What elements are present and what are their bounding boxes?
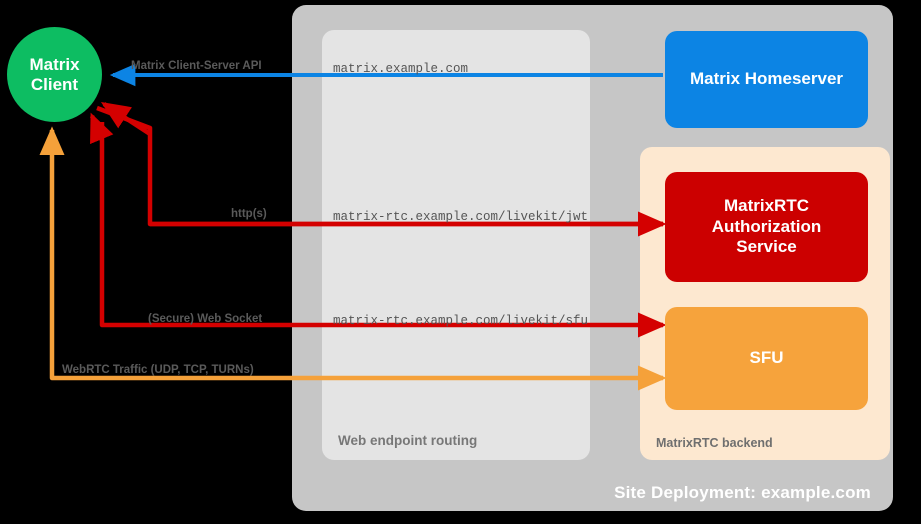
matrix-homeserver-label: Matrix Homeserver — [689, 69, 844, 89]
web-endpoint-routing-label: Web endpoint routing — [338, 433, 478, 448]
matrixrtc-backend-label: MatrixRTC backend — [656, 436, 773, 450]
edge-secure-web-socket-return-head — [89, 112, 114, 145]
site-deployment-label: Site Deployment: example.com — [614, 483, 871, 502]
edge-label-webrtc-traffic: WebRTC Traffic (UDP, TCP, TURNs) — [62, 364, 254, 376]
matrix-client-label-line1: Matrix — [29, 55, 80, 75]
edge-https-jwt-return-head — [100, 102, 152, 136]
url-label-matrix-example-com: matrix.example.com — [333, 62, 469, 76]
node-matrix-homeserver[interactable]: Matrix Homeserver — [665, 31, 868, 128]
edge-label-https: http(s) — [231, 208, 267, 220]
node-sfu[interactable]: SFU — [665, 307, 868, 410]
authorization-service-label-line3: Service — [736, 237, 797, 257]
matrix-client-label: Matrix Client — [29, 55, 79, 94]
edge-label-client-server-api: Matrix Client-Server API — [131, 60, 262, 72]
sfu-label: SFU — [749, 348, 784, 368]
url-label-livekit-sfu: matrix-rtc.example.com/livekit/sfu — [333, 314, 589, 328]
authorization-service-label-line1: MatrixRTC — [723, 195, 809, 215]
matrix-client-label-line2: Client — [30, 74, 79, 94]
node-authorization-service[interactable]: MatrixRTC Authorization Service — [665, 172, 868, 282]
container-web-endpoint-routing: Web endpoint routing — [322, 30, 590, 460]
authorization-service-label: MatrixRTC Authorization Service — [712, 196, 822, 258]
authorization-service-label-line2: Authorization — [711, 216, 822, 236]
node-matrix-client[interactable]: Matrix Client — [7, 27, 102, 122]
url-label-livekit-jwt: matrix-rtc.example.com/livekit/jwt — [333, 210, 589, 224]
edge-label-secure-web-socket: (Secure) Web Socket — [148, 313, 263, 325]
